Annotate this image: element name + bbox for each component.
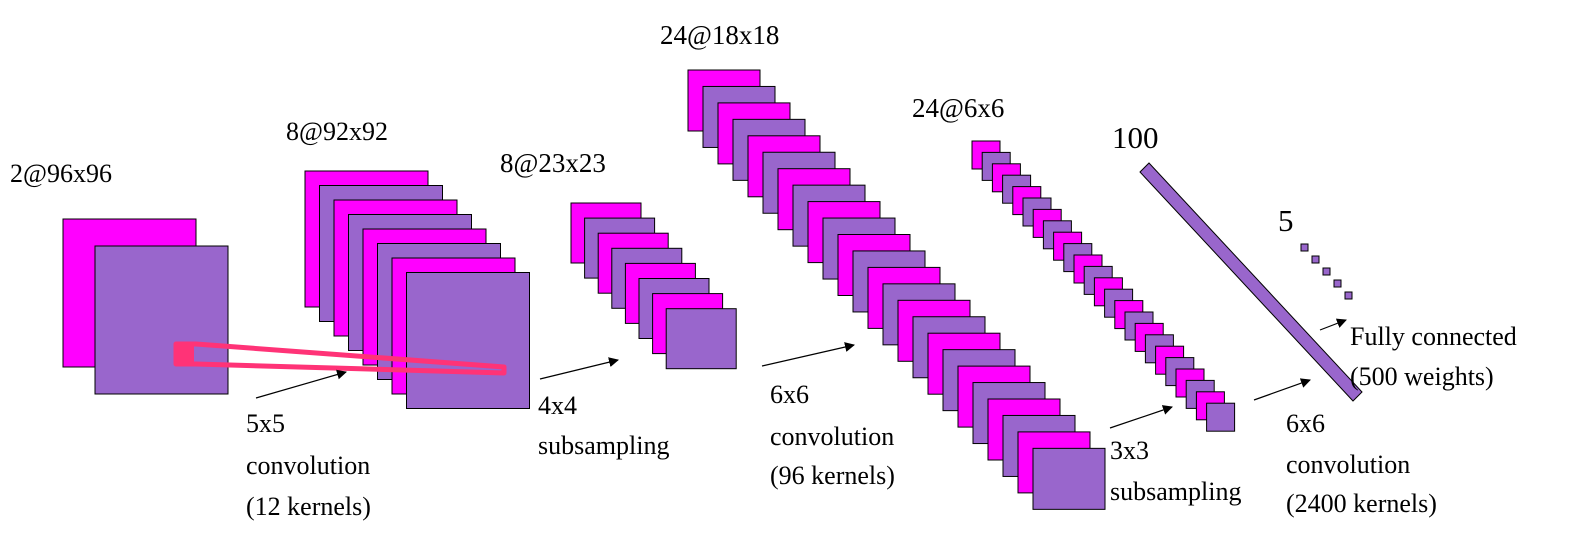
arrow-op3 bbox=[761, 342, 855, 367]
conv1-feature-maps bbox=[304, 170, 530, 409]
arrow-op6 bbox=[1319, 318, 1347, 331]
conv2-feature-maps bbox=[687, 69, 1106, 510]
svg-text:Fully connected: Fully connected bbox=[1350, 322, 1517, 351]
operation-label-op3: 6x6 convolution (96 kernels) bbox=[770, 380, 895, 490]
operation-label-op5: 6x6 convolution (2400 kernels) bbox=[1286, 409, 1437, 518]
output-unit-2 bbox=[1311, 255, 1320, 264]
svg-text:convolution: convolution bbox=[246, 451, 370, 480]
output-unit-5 bbox=[1344, 291, 1353, 300]
svg-text:3x3: 3x3 bbox=[1110, 436, 1149, 465]
svg-text:(2400 kernels): (2400 kernels) bbox=[1286, 489, 1437, 518]
layer-label-input: 2@96x96 bbox=[10, 159, 112, 188]
output-unit-1 bbox=[1300, 243, 1309, 252]
layer-label-conv1: 8@92x92 bbox=[286, 117, 388, 146]
operation-label-op1: 5x5 convolution (12 kernels) bbox=[246, 409, 371, 521]
subsample2-feature-maps bbox=[971, 140, 1236, 432]
output-unit-3 bbox=[1322, 267, 1331, 276]
svg-text:subsampling: subsampling bbox=[538, 431, 669, 460]
svg-text:4x4: 4x4 bbox=[538, 391, 577, 420]
operation-label-op4: 3x3 subsampling bbox=[1110, 436, 1241, 506]
output-units bbox=[1300, 243, 1353, 300]
input-feature-maps bbox=[62, 218, 229, 395]
sub2-map-24 bbox=[1206, 402, 1236, 432]
operation-label-op2: 4x4 subsampling bbox=[538, 391, 669, 460]
arrow-op1 bbox=[255, 369, 347, 399]
convolution-kernel-projection bbox=[173, 341, 507, 376]
input-map-2 bbox=[94, 245, 229, 395]
svg-text:(500 weights): (500 weights) bbox=[1350, 362, 1494, 391]
svg-text:6x6: 6x6 bbox=[770, 380, 809, 409]
svg-text:convolution: convolution bbox=[1286, 450, 1410, 479]
conv2-map-24 bbox=[1032, 447, 1106, 510]
layer-label-output: 5 bbox=[1278, 203, 1294, 238]
arrow-op2 bbox=[539, 357, 619, 380]
fully-connected-layer-bar bbox=[1139, 162, 1363, 402]
subsample1-feature-maps bbox=[570, 202, 737, 370]
sub1-map-8 bbox=[665, 308, 737, 370]
conv1-map-8 bbox=[406, 272, 530, 409]
svg-text:5x5: 5x5 bbox=[246, 409, 285, 438]
svg-text:6x6: 6x6 bbox=[1286, 409, 1325, 438]
arrow-op4 bbox=[1109, 405, 1173, 429]
layer-label-conv2: 24@18x18 bbox=[660, 20, 779, 50]
arrow-op5 bbox=[1253, 378, 1311, 401]
output-unit-4 bbox=[1333, 279, 1342, 288]
svg-text:(12 kernels): (12 kernels) bbox=[246, 492, 371, 521]
svg-text:(96 kernels): (96 kernels) bbox=[770, 461, 895, 490]
operation-label-op6: Fully connected (500 weights) bbox=[1350, 322, 1517, 391]
svg-text:convolution: convolution bbox=[770, 422, 894, 451]
layer-label-sub1: 8@23x23 bbox=[500, 148, 606, 178]
layer-label-fc: 100 bbox=[1112, 120, 1159, 155]
svg-text:subsampling: subsampling bbox=[1110, 477, 1241, 506]
layer-label-sub2: 24@6x6 bbox=[912, 93, 1004, 123]
